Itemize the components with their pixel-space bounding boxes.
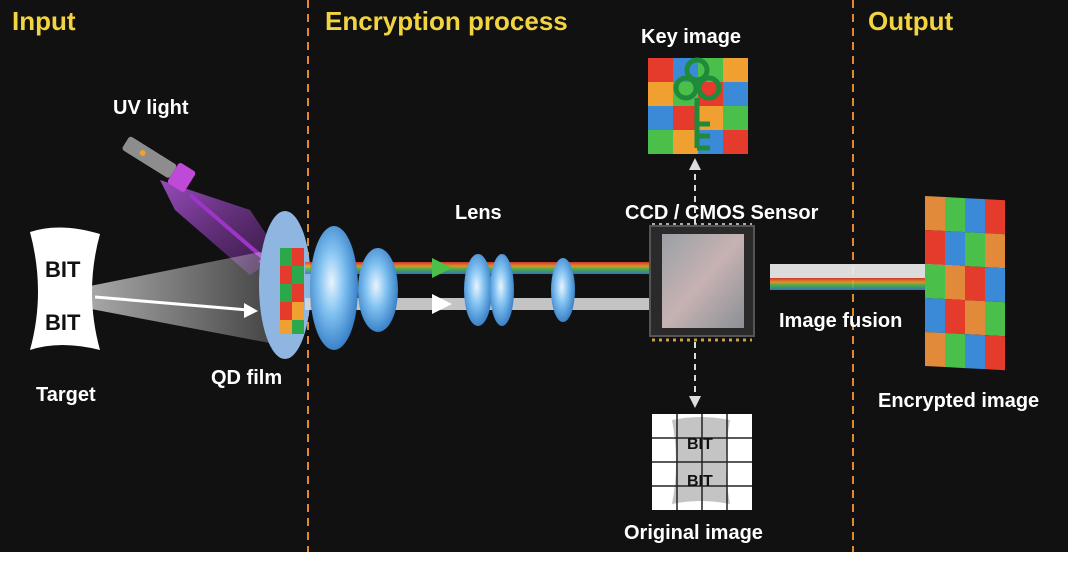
fusion-beam-white [770,264,960,278]
qd-film-label: QD film [211,367,282,389]
uv-ray-arrow [188,193,270,264]
target-ray-arrow [94,295,249,312]
encryption-diagram: Input Encryption process Output UV light… [12,0,1039,552]
target-ray-arrowhead [244,303,258,318]
section-title-encryption: Encryption process [325,6,568,36]
original-link-arrowhead [689,396,701,408]
lens-4 [490,254,514,326]
uv-beam [160,180,280,275]
sensor-chip [649,223,755,342]
white-beam-arrowhead [432,294,452,314]
lens-5 [551,258,575,322]
colored-beam-arrowhead [432,258,452,278]
target-light-beam [70,250,280,345]
key-image-label: Key image [641,26,741,48]
uv-lamp-icon [122,136,196,192]
qd-film [259,211,311,359]
image-fusion-label: Image fusion [779,310,902,332]
lens-1 [310,226,358,350]
uv-light-label: UV light [113,97,189,119]
diagram-panel: Input Encryption process Output UV light… [0,0,1068,552]
key-link-arrowhead [689,158,701,170]
lens-2 [358,248,398,332]
target-label: Target [36,384,96,406]
section-title-output: Output [868,6,954,36]
fusion-beam-colored [770,278,960,290]
encrypted-image [925,196,1005,371]
original-image-label: Original image [624,522,763,544]
target-text-line1: BIT [45,257,81,282]
original-text-line1: BIT [687,436,713,453]
target-paper-icon [30,227,100,350]
sensor-label: CCD / CMOS Sensor [625,202,819,224]
encrypted-image-label: Encrypted image [878,390,1039,412]
target-text-line2: BIT [45,310,81,335]
lens-label: Lens [455,202,502,224]
lens-3 [464,254,492,326]
section-title-input: Input [12,6,76,36]
key-icon [673,57,722,151]
original-image [652,414,752,510]
original-text-line2: BIT [687,473,713,490]
